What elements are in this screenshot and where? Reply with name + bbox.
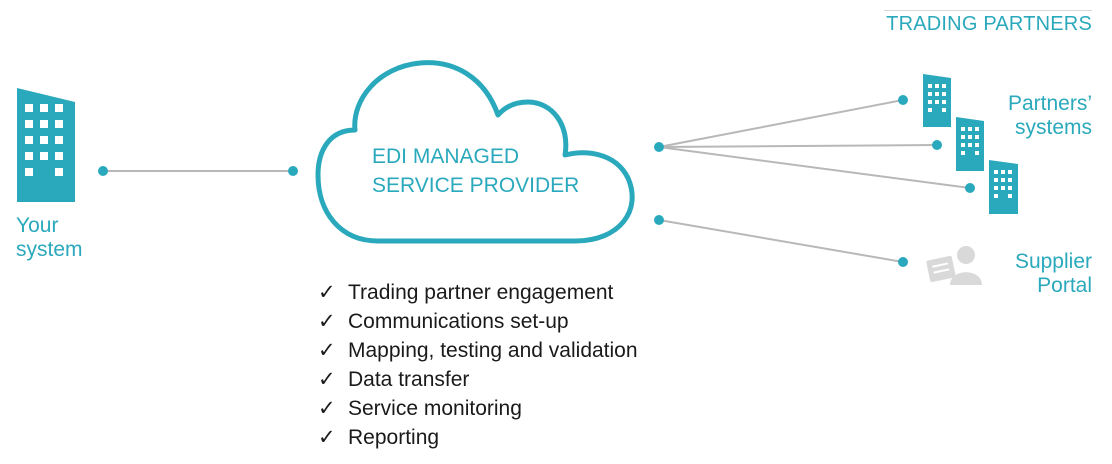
connector-portal (654, 215, 908, 267)
feature-item: ✓Service monitoring (318, 394, 638, 423)
partner-building-icon (956, 117, 984, 171)
feature-list: ✓Trading partner engagement ✓Communicati… (318, 278, 638, 452)
check-icon: ✓ (318, 310, 336, 333)
partner-building-icon (989, 160, 1018, 214)
trading-partners-header: TRADING PARTNERS (884, 10, 1092, 36)
cloud-label: EDI MANAGED SERVICE PROVIDER (372, 145, 580, 197)
partners-systems-label: Partners’ systems (1007, 92, 1092, 139)
check-icon: ✓ (318, 426, 336, 449)
portal-user-icon (926, 246, 982, 285)
your-system-building-icon (17, 88, 75, 202)
supplier-portal-label: Supplier Portal (1014, 250, 1092, 297)
feature-item: ✓Trading partner engagement (318, 278, 638, 307)
feature-item: ✓Data transfer (318, 365, 638, 394)
connector-partners (654, 95, 975, 193)
feature-item: ✓Reporting (318, 423, 638, 452)
cloud-shape (315, 60, 635, 244)
your-system-label: Your system (16, 214, 83, 261)
check-icon: ✓ (318, 397, 336, 420)
feature-item: ✓Mapping, testing and validation (318, 336, 638, 365)
partner-building-icon (923, 74, 951, 127)
feature-item: ✓Communications set-up (318, 307, 638, 336)
check-icon: ✓ (318, 281, 336, 304)
connector-your-system (98, 166, 298, 176)
check-icon: ✓ (318, 339, 336, 362)
check-icon: ✓ (318, 368, 336, 391)
